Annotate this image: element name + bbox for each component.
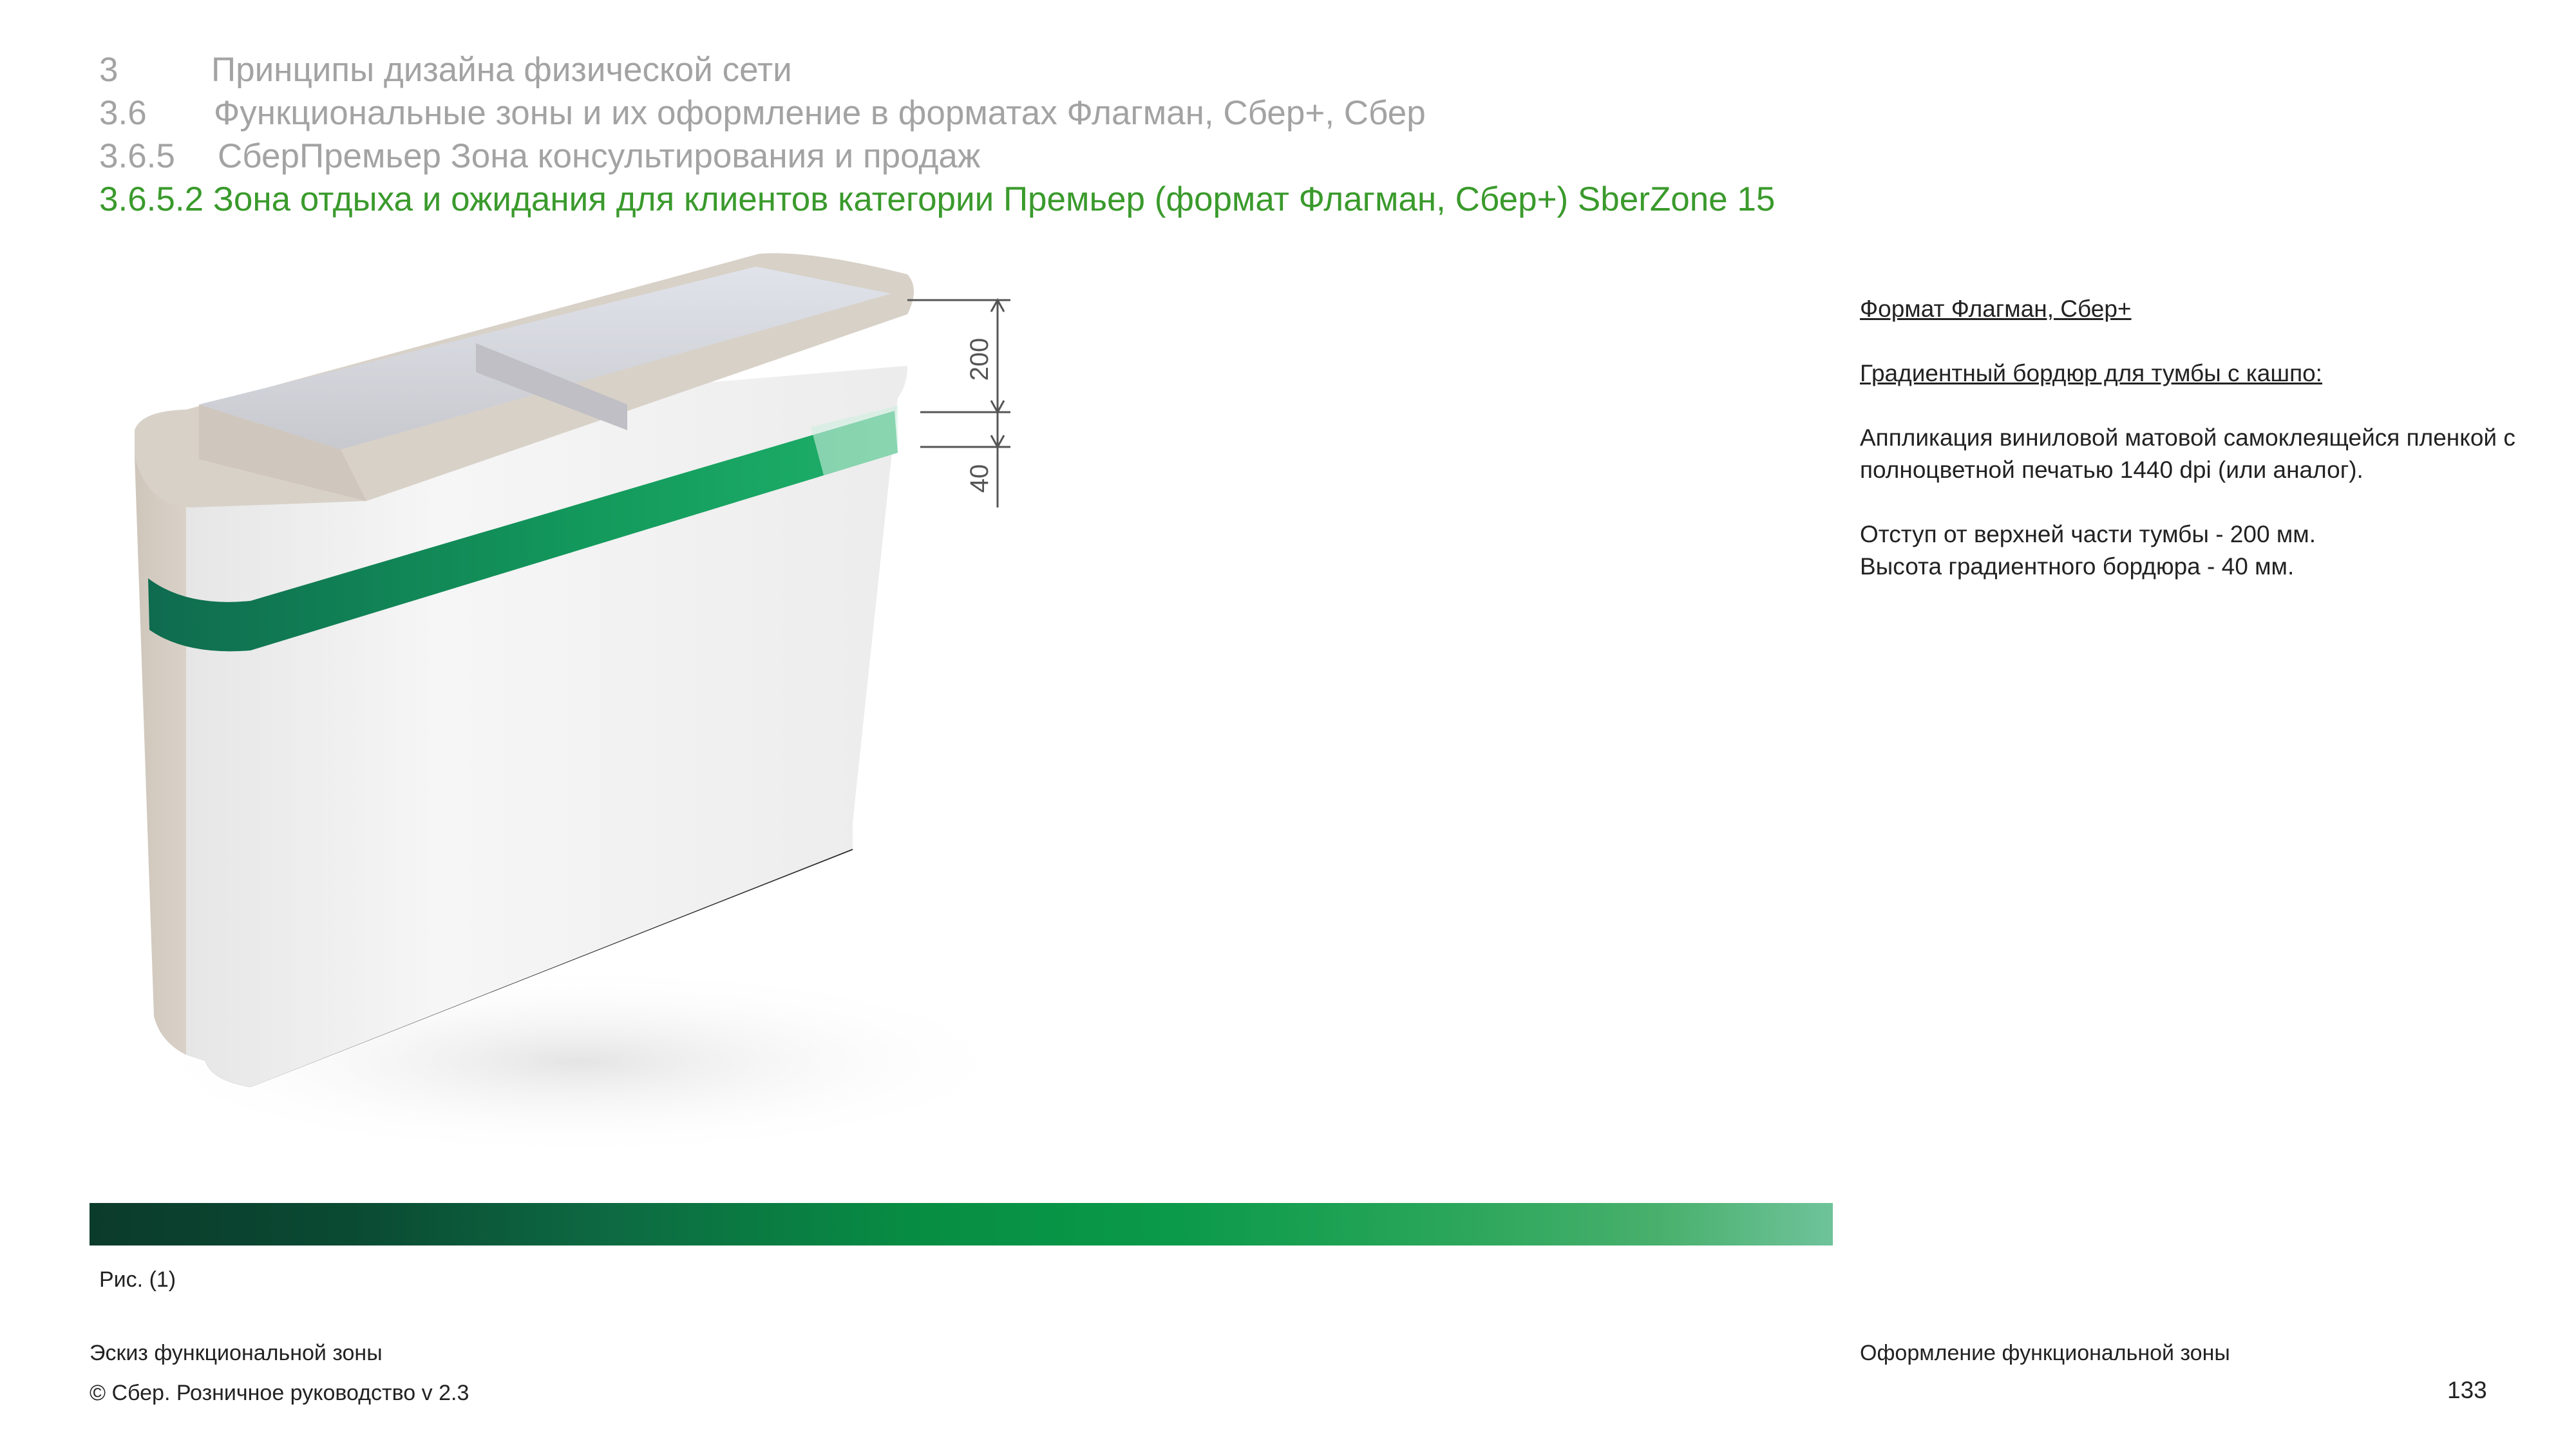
- heading-num-1: 3: [99, 51, 118, 89]
- heading-num-4: 3.6.5.2: [99, 180, 204, 218]
- planter-opening: [199, 267, 891, 450]
- gradient-border-sample: [90, 1203, 1833, 1245]
- heading-line-active: 3.6.5.2 Зона отдыха и ожидания для клиен…: [99, 178, 1775, 221]
- notes-description-line-1: Аппликация виниловой матовой самоклеящей…: [1860, 424, 2515, 451]
- notes-offset: Отступ от верхней части тумбы - 200 мм.: [1860, 521, 2316, 547]
- heading-text-1: Принципы дизайна физической сети: [211, 51, 792, 89]
- heading-text-3: СберПремьер Зона консультирования и прод…: [218, 137, 981, 175]
- footer-left-title: Эскиз функциональной зоны: [90, 1341, 383, 1365]
- notes-description-line-2: полноцветной печатью 1440 dpi (или анало…: [1860, 457, 2363, 483]
- notes-description: Аппликация виниловой матовой самоклеящей…: [1860, 422, 2562, 486]
- heading-num-2: 3.6: [99, 94, 147, 132]
- heading-text-2: Функциональные зоны и их оформление в фо…: [214, 94, 1426, 132]
- figure-caption: Рис. (1): [99, 1267, 176, 1292]
- planter-inner-left: [199, 404, 366, 501]
- heading-line-3: 3.6.5 СберПремьер Зона консультирования и…: [99, 135, 980, 178]
- footer-right-title: Оформление функциональной зоны: [1860, 1341, 2230, 1365]
- notes-panel: Формат Флагман, Сбер+ Градиентный бордюр…: [1860, 293, 2562, 583]
- planter-front: [186, 366, 907, 1087]
- heading-text-4: Зона отдыха и ожидания для клиентов кате…: [213, 180, 1776, 218]
- green-stripe: [148, 411, 898, 652]
- dimension-label-200: 200: [965, 338, 994, 381]
- heading-num-3: 3.6.5: [99, 137, 175, 175]
- page-number: 133: [2447, 1377, 2487, 1403]
- planter-illustration: 200 40: [90, 243, 1056, 1164]
- notes-subtitle: Градиентный бордюр для тумбы с кашпо:: [1860, 360, 2322, 386]
- planter-side: [135, 417, 205, 1055]
- heading-line-1: 3 Принципы дизайна физической сети: [99, 49, 792, 91]
- dimension-lines: [907, 298, 1010, 507]
- planter-divider: [476, 343, 627, 430]
- stripe-highlight: [811, 406, 898, 475]
- dimension-label-40: 40: [965, 464, 994, 493]
- planter-drawing: 200 40: [128, 253, 1030, 1158]
- notes-height: Высота градиентного бордюра - 40 мм.: [1860, 553, 2295, 580]
- notes-format: Формат Флагман, Сбер+: [1860, 296, 2132, 322]
- heading-line-2: 3.6 Функциональные зоны и их оформление в…: [99, 92, 1426, 135]
- footer-copyright: © Сбер. Розничное руководство v 2.3: [90, 1381, 469, 1405]
